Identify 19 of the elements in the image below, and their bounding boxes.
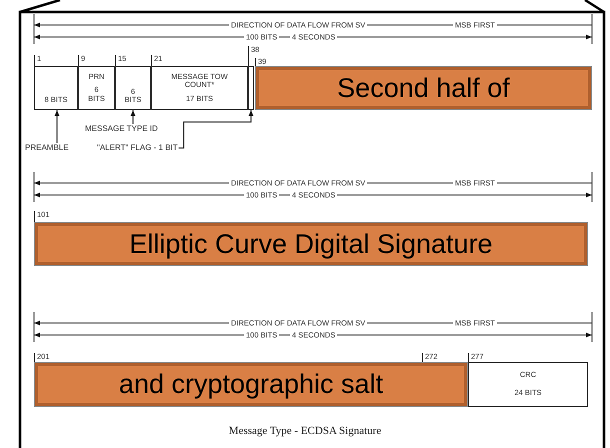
leader-arrow [130, 110, 136, 124]
bit-field [151, 66, 248, 110]
bit-field [78, 66, 115, 110]
flag-bit-field [248, 66, 254, 110]
bit-field [34, 66, 78, 110]
leader-arrow [178, 110, 254, 148]
highlight-box [34, 362, 468, 407]
highlight-box [255, 66, 592, 110]
caption: Message Type - ECDSA Signature [228, 425, 382, 437]
field-label: PREAMBLE [25, 144, 69, 152]
box-text: and cryptographic salt [118, 369, 384, 400]
field-label: "ALERT" FLAG - 1 BIT [97, 144, 178, 152]
bit-field [468, 362, 588, 407]
field-label: MESSAGE TYPE ID [85, 125, 158, 133]
leader-arrow [54, 110, 60, 144]
bit-field [115, 66, 151, 110]
box-text: Second half of [337, 72, 510, 104]
box-text: Elliptic Curve Digital Signature [129, 228, 493, 260]
highlight-box [34, 222, 588, 266]
